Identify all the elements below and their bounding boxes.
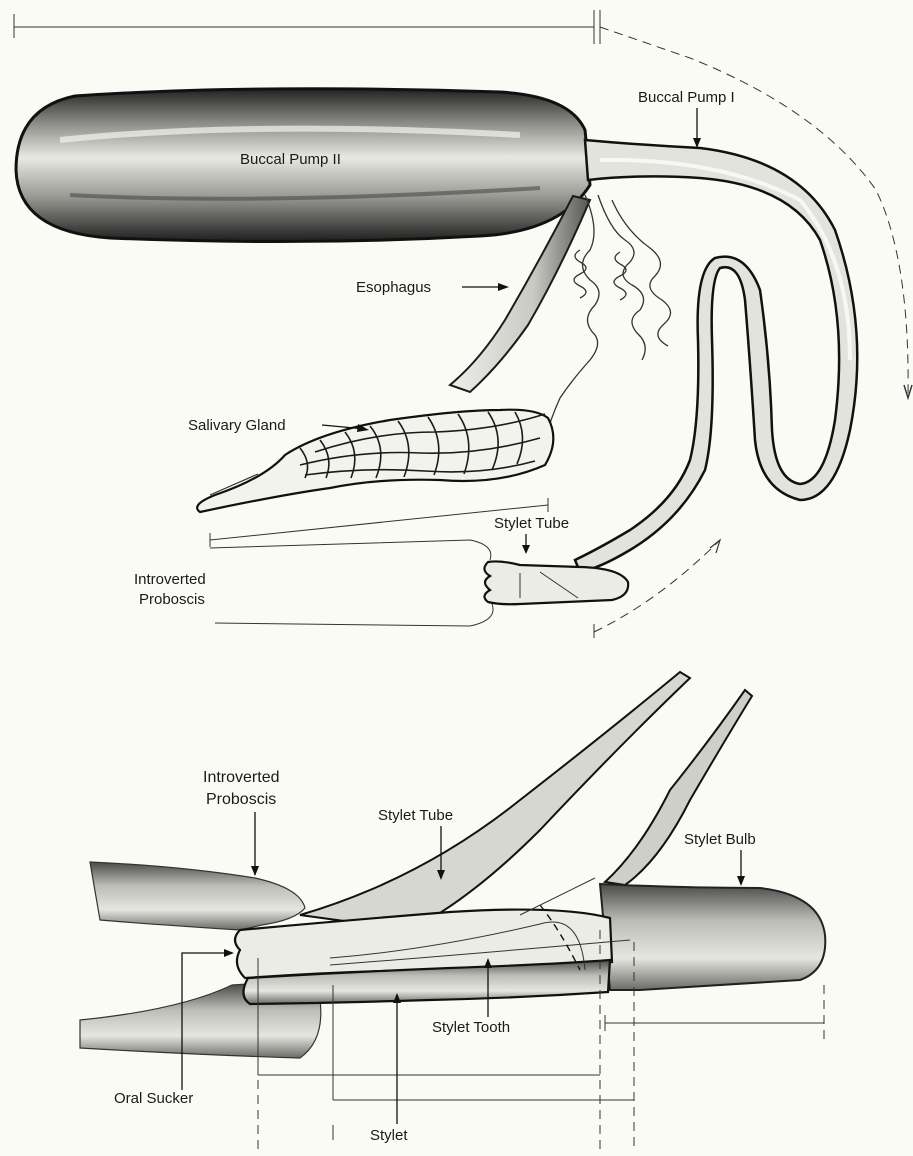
- lower-figure: Introverted Proboscis Stylet Tube Stylet…: [80, 672, 825, 1152]
- label-esophagus: Esophagus: [356, 279, 431, 296]
- label-stylet-bulb: Stylet Bulb: [684, 831, 756, 848]
- label-stylet-tube-lower: Stylet Tube: [378, 807, 453, 824]
- buccal-pump-i: [575, 140, 857, 572]
- label-introverted-lower-2: Proboscis: [206, 791, 276, 808]
- label-oral-sucker: Oral Sucker: [114, 1090, 193, 1107]
- label-introverted-upper-2: Proboscis: [139, 591, 205, 608]
- label-salivary-gland: Salivary Gland: [188, 417, 286, 434]
- proboscis-body-upper: [90, 862, 305, 930]
- label-stylet: Stylet: [370, 1127, 408, 1144]
- label-stylet-tooth: Stylet Tooth: [432, 1019, 510, 1036]
- label-buccal-pump-ii: Buccal Pump II: [240, 151, 341, 168]
- introverted-proboscis-upper: [210, 540, 720, 638]
- label-buccal-pump-i: Buccal Pump I: [638, 89, 735, 106]
- label-stylet-tube-upper: Stylet Tube: [494, 515, 569, 532]
- label-introverted-lower-1: Introverted: [203, 769, 279, 786]
- upper-figure: Buccal Pump I Buccal Pump II Esophagus S…: [14, 10, 912, 638]
- label-introverted-upper-1: Introverted: [134, 571, 206, 588]
